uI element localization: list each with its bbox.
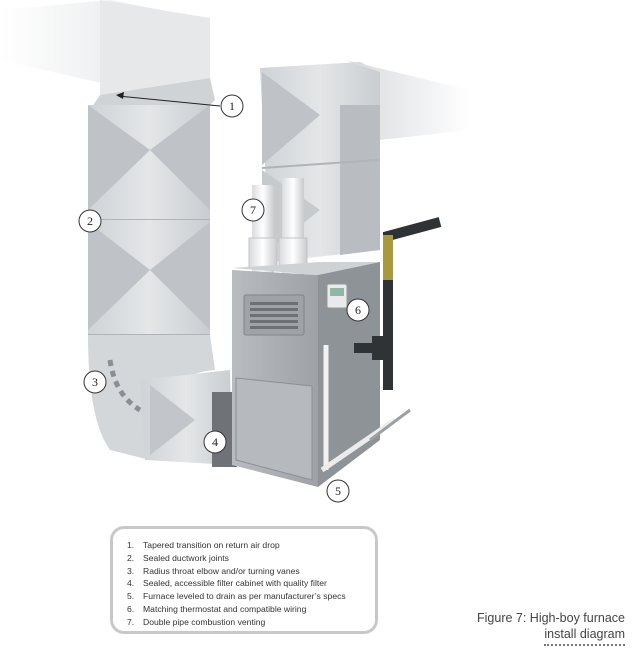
callout-2: 2 — [78, 209, 102, 233]
legend-item: 2.Sealed ductwork joints — [127, 552, 229, 563]
legend-box: 1.Tapered transition on return air drop … — [110, 526, 378, 634]
callout-7: 7 — [241, 198, 265, 222]
thermostat — [326, 283, 348, 309]
legend-item: 1.Tapered transition on return air drop — [127, 540, 280, 550]
caption-line-2: install diagram — [544, 626, 625, 646]
callout-4-number: 4 — [212, 435, 218, 449]
callout-1-number: 1 — [229, 99, 235, 113]
gas-pipe — [354, 217, 442, 390]
callout-3: 3 — [83, 370, 107, 394]
figure-caption: Figure 7: High-boy furnace install diagr… — [477, 610, 625, 646]
callout-6: 6 — [346, 298, 370, 322]
legend-item: 5.Furnace leveled to drain as per manufa… — [127, 591, 346, 602]
legend-item: 6.Matching thermostat and compatible wir… — [127, 603, 307, 614]
callout-5: 5 — [326, 479, 350, 503]
furnace — [232, 262, 397, 487]
callout-4: 4 — [203, 430, 227, 454]
callout-1: 1 — [220, 94, 244, 118]
drain-line — [369, 408, 411, 442]
callout-1-leader — [117, 95, 221, 107]
arrow-icon — [116, 92, 124, 99]
callout-3-number: 3 — [92, 375, 98, 389]
legend-item: 7.Double pipe combustion venting — [127, 616, 266, 627]
callout-7-number: 7 — [250, 203, 256, 217]
left-top-duct — [0, 0, 210, 95]
legend-list: 1.Tapered transition on return air drop … — [113, 529, 375, 629]
callout-2-number: 2 — [87, 214, 93, 228]
callout-5-number: 5 — [335, 484, 341, 498]
legend-item: 4.Sealed, accessible filter cabinet with… — [127, 578, 327, 589]
legend-item: 3.Radius throat elbow and/or turning van… — [127, 565, 300, 576]
callout-6-number: 6 — [355, 303, 361, 317]
return-duct — [88, 78, 232, 465]
caption-line-1: Figure 7: High-boy furnace — [477, 611, 625, 625]
